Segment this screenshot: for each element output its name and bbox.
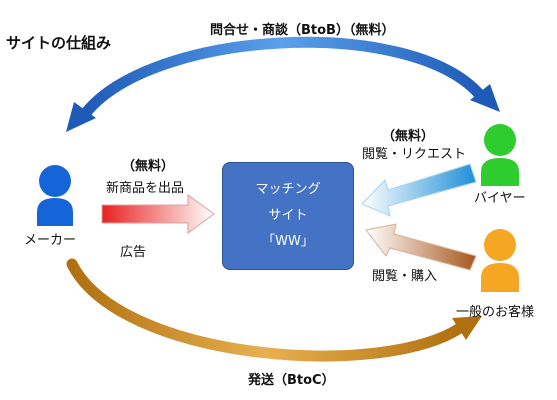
top-curved-arrow xyxy=(66,36,500,132)
buyer-free-label: （無料） xyxy=(382,129,435,144)
buyer-label: バイヤー xyxy=(474,191,526,206)
maker-free-label: （無料） xyxy=(122,159,175,174)
new-product-label: 新商品を出品 xyxy=(106,181,185,196)
matching-site-box: マッチング サイト 「WW」 xyxy=(222,162,354,270)
maker-person-icon xyxy=(37,165,73,226)
consumer-label: 一般のお客様 xyxy=(456,305,535,320)
site-label-line3: 「WW」 xyxy=(262,234,314,249)
browse-purchase-arrow xyxy=(365,223,477,271)
site-label-line1: マッチング xyxy=(255,182,321,197)
browse-purchase-label: 閲覧・購入 xyxy=(372,269,438,284)
consumer-person-icon xyxy=(481,229,519,292)
buyer-person-icon xyxy=(481,124,519,186)
page-title: サイトの仕組み xyxy=(6,34,112,52)
btoc-shipping-label: 発送（BtoC） xyxy=(248,373,335,388)
btob-inquiry-label: 問合せ・商談（BtoB）（無料） xyxy=(210,23,395,38)
bottom-curved-arrow xyxy=(66,258,482,362)
advertising-label: 広告 xyxy=(120,245,147,260)
maker-label: メーカー xyxy=(24,233,77,248)
site-label-line2: サイト xyxy=(268,208,308,223)
browse-request-arrow xyxy=(361,163,477,217)
browse-request-label: 閲覧・リクエスト xyxy=(362,147,467,162)
new-product-arrow xyxy=(101,194,215,234)
